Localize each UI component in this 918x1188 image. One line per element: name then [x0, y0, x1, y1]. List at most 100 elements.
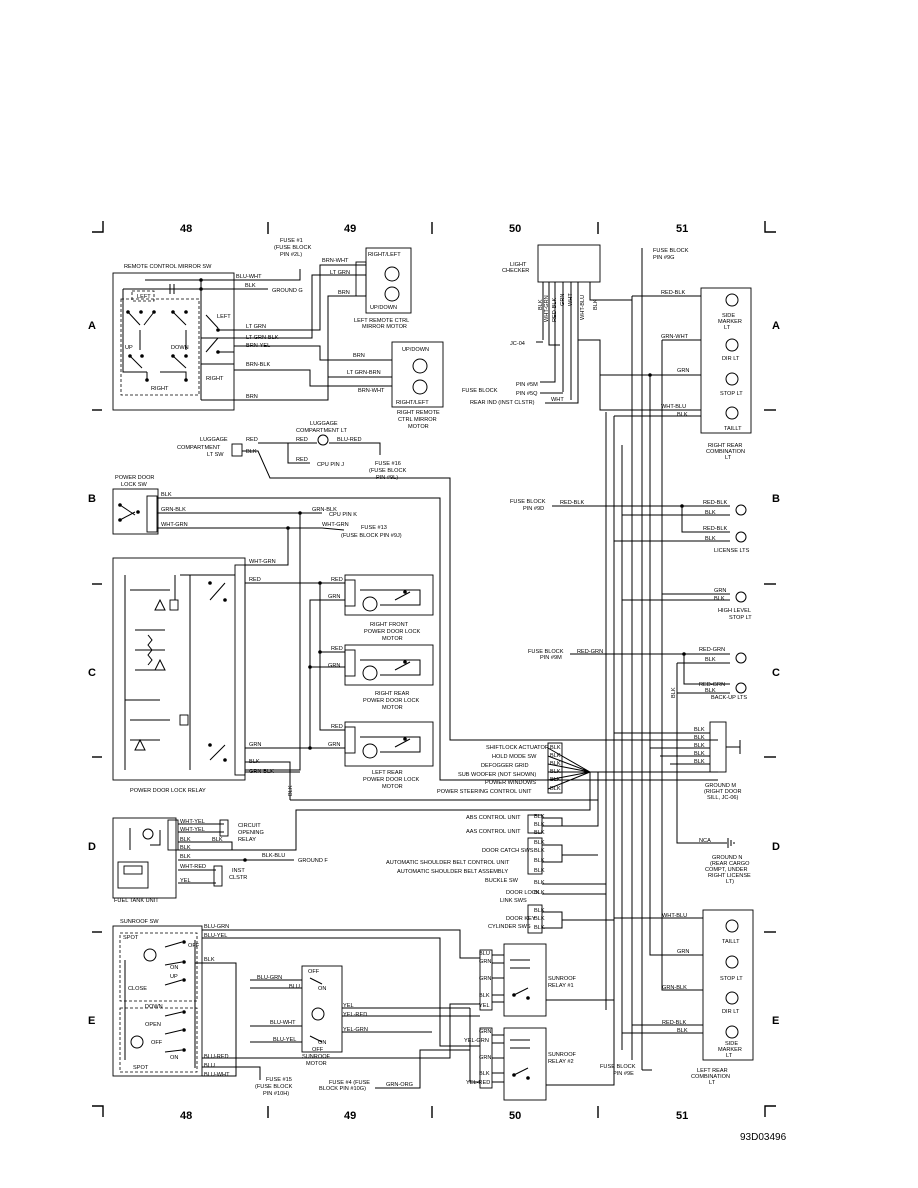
svg-text:CIRCUIT: CIRCUIT: [238, 823, 261, 829]
svg-text:BLK: BLK: [534, 908, 545, 914]
svg-text:HOLD MODE SW: HOLD MODE SW: [492, 754, 537, 760]
svg-text:GRN: GRN: [328, 742, 340, 748]
svg-text:YEL-GRN: YEL-GRN: [343, 1027, 368, 1033]
svg-text:DOWN: DOWN: [171, 345, 189, 351]
svg-text:BLK: BLK: [534, 830, 545, 836]
svg-text:RIGHT FRONT: RIGHT FRONT: [370, 622, 409, 628]
row-a-right: A: [772, 320, 780, 332]
svg-text:BLU-YEL: BLU-YEL: [204, 933, 227, 939]
svg-text:BLK: BLK: [705, 536, 716, 542]
svg-text:COMPT, UNDER: COMPT, UNDER: [705, 867, 748, 873]
svg-text:BLK: BLK: [534, 858, 545, 864]
svg-text:SILL, JC-06): SILL, JC-06): [707, 795, 739, 801]
svg-text:LINK SWS: LINK SWS: [500, 898, 527, 904]
svg-text:RIGHT/LEFT: RIGHT/LEFT: [396, 400, 429, 406]
svg-text:TAILLT: TAILLT: [722, 939, 740, 945]
svg-text:STOP LT: STOP LT: [720, 391, 743, 397]
svg-text:BLK: BLK: [593, 299, 599, 310]
luggage-lamp: LUGGAGE COMPARTMENT LT RED RED BLU-RED L…: [177, 421, 718, 741]
svg-text:OPENING: OPENING: [238, 830, 264, 836]
svg-text:BLK: BLK: [479, 1071, 490, 1077]
svg-text:BLU-WHT: BLU-WHT: [204, 1072, 230, 1078]
svg-text:BLU-GRN: BLU-GRN: [204, 924, 229, 930]
rf-lock-motor: RIGHT FRONT POWER DOOR LOCK MOTOR: [344, 574, 434, 642]
svg-text:GRN: GRN: [479, 1055, 491, 1061]
svg-text:LOCK SW: LOCK SW: [121, 482, 148, 488]
svg-text:STOP LT: STOP LT: [729, 615, 752, 621]
svg-text:BLU-WHT: BLU-WHT: [270, 1020, 296, 1026]
svg-text:BRN-WHT: BRN-WHT: [322, 258, 349, 264]
corner-marks: [92, 221, 776, 1118]
svg-text:BLU: BLU: [479, 951, 490, 957]
svg-text:RED-GRN: RED-GRN: [577, 649, 603, 655]
svg-text:POWER WINDOWS: POWER WINDOWS: [485, 780, 536, 786]
svg-text:BLK: BLK: [534, 880, 545, 886]
svg-text:RED: RED: [246, 437, 258, 443]
svg-text:BLK: BLK: [479, 993, 490, 999]
svg-text:INST: INST: [232, 868, 245, 874]
svg-text:GROUND G: GROUND G: [272, 288, 303, 294]
svg-text:PIN #9M: PIN #9M: [540, 655, 562, 661]
svg-text:MOTOR: MOTOR: [382, 784, 403, 790]
svg-text:MARKER: MARKER: [718, 1047, 742, 1053]
svg-text:BRN: BRN: [353, 353, 365, 359]
svg-text:GRN: GRN: [714, 588, 726, 594]
svg-text:GROUND N: GROUND N: [712, 855, 742, 861]
svg-text:BLK: BLK: [671, 687, 677, 698]
svg-text:BLK: BLK: [534, 822, 545, 828]
svg-text:ABS CONTROL UNIT: ABS CONTROL UNIT: [466, 815, 521, 821]
svg-text:DOOR LOCK: DOOR LOCK: [506, 890, 540, 896]
svg-text:ON: ON: [170, 965, 178, 971]
svg-text:FUEL TANK UNIT: FUEL TANK UNIT: [114, 898, 159, 904]
svg-text:GROUND F: GROUND F: [298, 858, 328, 864]
svg-text:BLK: BLK: [550, 769, 561, 775]
svg-text:GRN-BLK: GRN-BLK: [662, 985, 687, 991]
svg-text:REAR IND (INST CLSTR): REAR IND (INST CLSTR): [470, 400, 535, 406]
svg-text:GRN: GRN: [560, 294, 566, 306]
svg-text:CPU PIN J: CPU PIN J: [317, 462, 344, 468]
grid-top-49: 49: [344, 223, 356, 235]
svg-text:BLK: BLK: [180, 854, 191, 860]
grid-top-51: 51: [676, 223, 688, 235]
svg-text:HIGH LEVEL: HIGH LEVEL: [718, 608, 751, 614]
svg-text:DIR LT: DIR LT: [722, 356, 740, 362]
svg-text:NCA: NCA: [699, 838, 711, 844]
svg-text:YEL-RED: YEL-RED: [343, 1012, 367, 1018]
svg-text:MOTOR: MOTOR: [382, 636, 403, 642]
svg-text:BLK: BLK: [550, 777, 561, 783]
svg-text:BLK: BLK: [534, 916, 545, 922]
svg-text:LICENSE LTS: LICENSE LTS: [714, 548, 750, 554]
backup-lts: FUSE BLOCK PIN #9M RED-GRN RED-GRN RED-G…: [528, 647, 747, 740]
svg-text:RED-BLK: RED-BLK: [661, 290, 686, 296]
svg-text:GRN-BLK: GRN-BLK: [249, 769, 274, 775]
grid-top-48: 48: [180, 223, 192, 235]
row-e-left: E: [88, 1015, 95, 1027]
svg-text:FUSE #15: FUSE #15: [266, 1077, 292, 1083]
svg-text:BRN: BRN: [338, 290, 350, 296]
svg-text:FUSE #16: FUSE #16: [375, 461, 401, 467]
svg-text:BRN: BRN: [246, 394, 258, 400]
sunroof-relay-2: SUNROOF RELAY #2 GRN YEL-GRN GRN BLK YEL…: [464, 999, 615, 1101]
svg-text:WHT-YEL: WHT-YEL: [180, 827, 205, 833]
svg-text:BLK: BLK: [246, 449, 257, 455]
svg-text:MOTOR: MOTOR: [382, 705, 403, 711]
svg-text:LEFT: LEFT: [137, 294, 151, 300]
sunroof-relay-1: SUNROOF RELAY #1 BLU GRN GRN BLK YEL: [479, 943, 577, 1017]
svg-text:BLK: BLK: [550, 745, 561, 751]
svg-text:LEFT REAR: LEFT REAR: [372, 770, 403, 776]
svg-text:BLK: BLK: [550, 761, 561, 767]
svg-text:BLU: BLU: [204, 1063, 215, 1069]
svg-text:FUSE #13: FUSE #13: [361, 525, 387, 531]
svg-text:FUSE BLOCK: FUSE BLOCK: [462, 388, 498, 394]
svg-text:BLU-WHT: BLU-WHT: [236, 274, 262, 280]
svg-text:CPU PIN K: CPU PIN K: [329, 512, 357, 518]
svg-text:BLK: BLK: [694, 759, 705, 765]
svg-text:SUB WOOFER (NOT SHOWN): SUB WOOFER (NOT SHOWN): [458, 772, 536, 778]
svg-text:BLK: BLK: [550, 753, 561, 759]
svg-text:RED: RED: [249, 577, 261, 583]
svg-text:BLK: BLK: [677, 412, 688, 418]
svg-text:DOOR CATCH SWS: DOOR CATCH SWS: [482, 848, 534, 854]
svg-text:PIN #9D: PIN #9D: [523, 506, 544, 512]
svg-text:(FUSE BLOCK: (FUSE BLOCK: [274, 245, 312, 251]
svg-text:BLK: BLK: [534, 848, 545, 854]
